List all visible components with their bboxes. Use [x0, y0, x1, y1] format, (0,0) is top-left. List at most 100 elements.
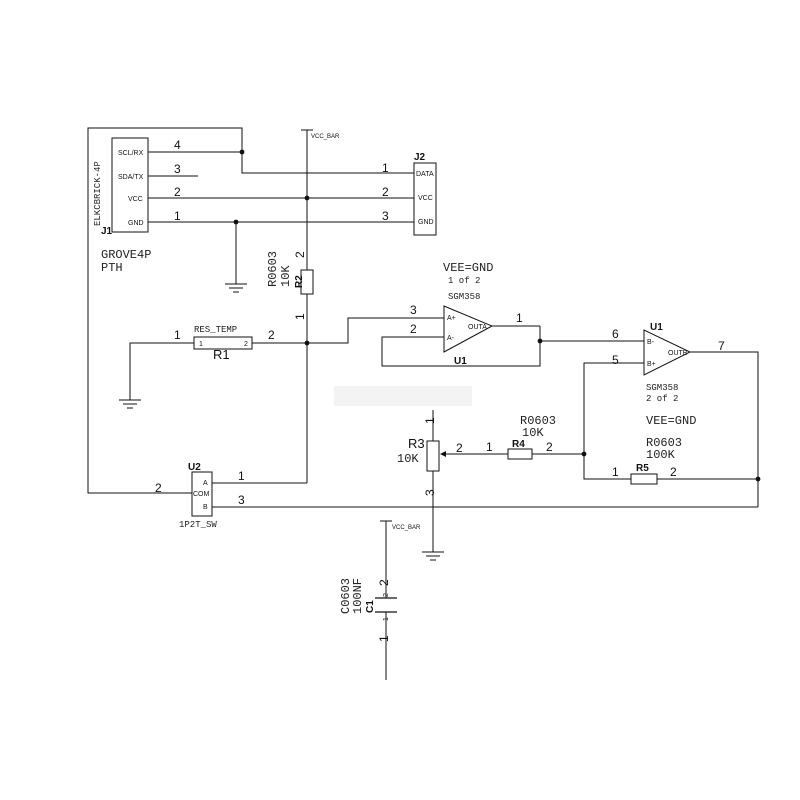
r4-pin-2: 2 [546, 440, 553, 454]
r2-package: R0603 [266, 251, 280, 287]
junction-gnd [233, 219, 239, 225]
capacitor-c1: C0603 100NF C1 2 1 2 1 [339, 578, 397, 642]
resistor-r1: 1 2 RES_TEMP R1 1 2 [174, 325, 275, 362]
c1-pin-1: 1 [377, 635, 391, 642]
u1b-pin-plus: 5 [612, 353, 619, 367]
j2-pin-name-3: GND [418, 219, 434, 226]
r3-body [426, 440, 440, 472]
r4-value: 10K [522, 426, 544, 440]
r5-value: 100K [646, 448, 676, 462]
u1b-ref: U1 [650, 322, 663, 333]
u1a-out-label: OUTA [468, 324, 487, 331]
j2-pin-num-1: 1 [382, 161, 389, 175]
r1-ref: R1 [213, 347, 230, 362]
opamp-u1a: A+ A- OUTA 3 2 1 U1 VEE=GND 1 of 2 SGM35… [410, 261, 523, 367]
r5-pin-2: 2 [670, 465, 677, 479]
j1-body [111, 137, 149, 233]
r3-pin-3: 3 [423, 489, 437, 496]
r2-pin-2: 2 [293, 251, 307, 258]
j1-footprint: PTH [101, 261, 123, 275]
u1b-minus-label: B- [647, 339, 655, 346]
u1b-part: SGM358 [646, 383, 678, 393]
u2-pin-1: 1 [238, 469, 245, 483]
u1b-body [643, 329, 692, 376]
j1-side-label: ELKCBRICK-4P [93, 161, 103, 226]
connector-j2: J2 DATA VCC GND 1 2 3 [382, 152, 437, 236]
r3-pin-1: 1 [423, 417, 437, 424]
u1a-pin-minus: 2 [410, 322, 417, 336]
r3-value: 10K [397, 452, 419, 466]
ground-symbol [119, 399, 141, 409]
vcc-bar-symbol: VCC_BAR [301, 129, 340, 140]
potentiometer-r3: R3 10K 1 2 3 [334, 386, 472, 496]
j2-ref: J2 [414, 152, 426, 163]
r3-wiper-arrow-icon [440, 451, 446, 457]
opamp-u1b: B- B+ OUTB U1 6 5 7 SGM358 2 of 2 VEE=GN… [612, 322, 725, 428]
switch-u2: U2 A COM B 1 2 3 1P2T_SW [155, 462, 245, 530]
r4-ref: R4 [512, 439, 525, 450]
r1-value: RES_TEMP [194, 325, 237, 335]
u1a-supply: VEE=GND [443, 261, 493, 275]
u2-pin-name-a: A [203, 480, 208, 487]
wire-u1b-plus [583, 362, 644, 480]
u2-ref: U2 [188, 462, 201, 473]
resistor-r4: R4 R0603 10K 1 2 [486, 414, 556, 460]
junction-node [304, 340, 310, 346]
wires [87, 127, 759, 680]
u1b-plus-label: B+ [647, 361, 656, 368]
blurred-region [334, 386, 472, 406]
vcc-bar-symbol: VCC_BAR [380, 520, 421, 531]
j2-pin-name-2: VCC [418, 195, 433, 202]
r5-ref: R5 [636, 463, 649, 474]
u2-pin-2: 2 [155, 481, 162, 495]
r1-pin-1: 1 [174, 328, 181, 342]
vcc-bar-label: VCC_BAR [311, 134, 340, 140]
c1-package: C0603 [339, 578, 353, 614]
u1a-pin-plus: 3 [410, 303, 417, 317]
junctions [233, 149, 761, 482]
c1-value: 100NF [351, 578, 365, 614]
j1-pin-name-3: VCC [128, 196, 143, 203]
u2-body [191, 471, 213, 517]
j2-pin-name-1: DATA [416, 171, 434, 178]
j1-value: GROVE4P [101, 248, 151, 262]
c1-inner-pin-2: 2 [383, 593, 390, 597]
u1b-pin-minus: 6 [612, 327, 619, 341]
u1b-out-label: OUTB [668, 350, 688, 357]
j1-pin-num-2: 3 [174, 162, 181, 176]
r1-pin-2: 2 [268, 328, 275, 342]
wire-loop-com [87, 127, 243, 494]
wire-u1a-feedback [381, 326, 541, 367]
j1-pin-num-3: 2 [174, 185, 181, 199]
j2-pin-num-2: 2 [382, 185, 389, 199]
r4-pin-1: 1 [486, 440, 493, 454]
u1a-body [443, 305, 494, 353]
u1b-pin-out: 7 [718, 339, 725, 353]
u2-footprint: 1P2T_SW [179, 520, 217, 530]
u1a-part: SGM358 [448, 292, 480, 302]
r2-body [300, 269, 314, 295]
u1a-plus-label: A+ [447, 315, 456, 322]
r5-pin-1: 1 [612, 465, 619, 479]
j1-pin-num-4: 1 [174, 209, 181, 223]
r5-body [630, 473, 658, 485]
wire-u1a-plus [307, 317, 444, 344]
r1-body [193, 336, 253, 350]
ground-symbol [225, 283, 247, 293]
u2-pin-3: 3 [238, 493, 245, 507]
junction-u1a-out [537, 338, 543, 344]
u1a-pin-out: 1 [516, 311, 523, 325]
u1a-minus-label: A- [447, 335, 455, 342]
resistor-r2: R0603 10K R2 2 1 [266, 251, 314, 320]
j2-pin-num-3: 3 [382, 209, 389, 223]
wire-data [241, 152, 414, 174]
junction-scl [239, 149, 245, 155]
vcc-bar-label: VCC_BAR [392, 525, 421, 531]
j1-pin-num-1: 4 [174, 138, 181, 152]
r4-body [507, 448, 533, 460]
r1-inner-pin-1: 1 [199, 341, 203, 348]
u1a-ref: U1 [454, 356, 467, 367]
resistor-r5: R5 R0603 100K 1 2 [612, 436, 682, 485]
j1-pin-name-2: SDA/TX [118, 174, 144, 181]
r2-value: 10K [279, 265, 293, 287]
